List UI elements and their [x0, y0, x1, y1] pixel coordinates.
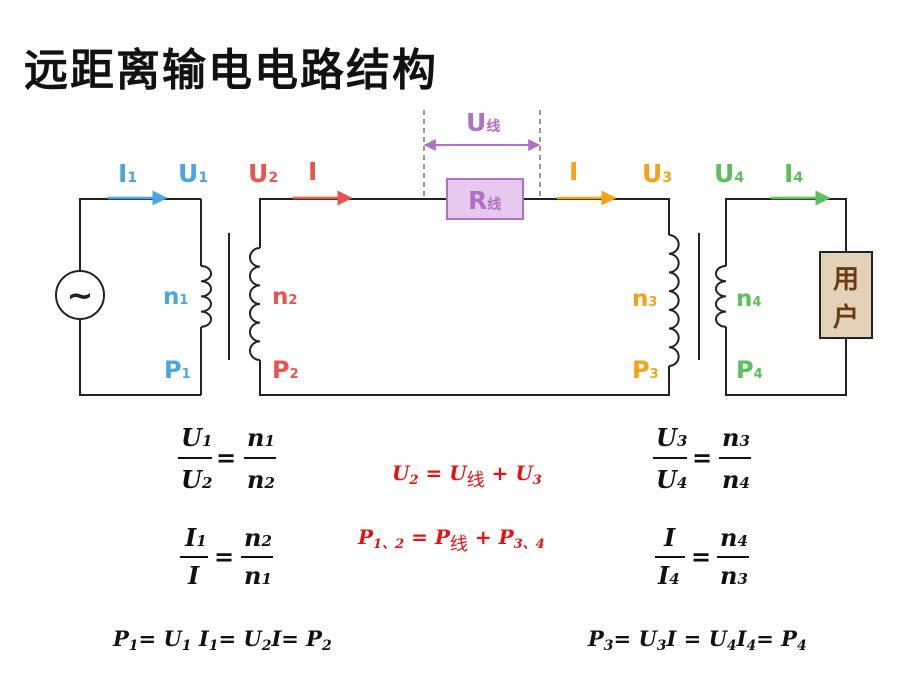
eq-current-ratio-step-down: I I4 = n4 n3 — [655, 523, 749, 590]
page-title: 远距离输电电路结构 — [24, 45, 438, 96]
user-label-line1: 用 — [833, 265, 859, 295]
svg-text:I1: I1 — [184, 523, 207, 552]
svg-text:I4: I4 — [657, 561, 680, 590]
coil-n4 — [715, 265, 727, 328]
svg-text:=: = — [216, 443, 236, 472]
label-u2: U2 — [248, 159, 278, 188]
coil-n1 — [200, 265, 212, 328]
eq-voltage-ratio-step-down: U3 U4 = n3 n4 — [653, 423, 751, 494]
svg-text:n2: n2 — [244, 523, 272, 552]
user-load-box — [819, 251, 873, 339]
transmission-loop — [259, 198, 670, 396]
label-p1: P1 — [164, 356, 191, 384]
label-i1: I1 — [118, 159, 137, 188]
eq-current-ratio-step-up: I1 I = n2 n1 — [180, 523, 273, 590]
label-u-line: U线 — [466, 108, 500, 137]
eq-voltage-ratio-step-up: U1 U2 = n1 n2 — [178, 423, 276, 494]
user-label-line2: 户 — [833, 302, 859, 333]
svg-text:n1: n1 — [247, 423, 275, 452]
coil-n2 — [249, 247, 261, 362]
svg-text:U3: U3 — [656, 423, 687, 452]
eq-power-chain-right: P3= U3I = U4I4= P4 — [587, 626, 807, 654]
coil-n3 — [668, 234, 680, 367]
svg-text:U4: U4 — [656, 465, 687, 494]
svg-text:I: I — [187, 561, 200, 590]
ac-source-symbol — [55, 270, 105, 320]
label-n2: n2 — [272, 284, 297, 310]
label-n1: n1 — [163, 284, 188, 310]
label-p4: P4 — [736, 356, 763, 384]
svg-text:n3: n3 — [720, 561, 748, 590]
svg-text:U2: U2 — [181, 465, 212, 494]
eq-power-chain-left: P1= U1 I1= U2I= P2 — [112, 626, 332, 654]
label-n3: n3 — [632, 286, 657, 312]
svg-text:=: = — [692, 443, 712, 472]
svg-text:=: = — [691, 542, 711, 571]
label-p3: P3 — [632, 356, 659, 384]
ac-source-tilde: ~ — [67, 276, 94, 314]
label-n4: n4 — [736, 286, 761, 312]
svg-text:n2: n2 — [247, 465, 275, 494]
svg-text:n1: n1 — [244, 561, 272, 590]
svg-text:=: = — [214, 542, 234, 571]
line-resistor — [446, 178, 524, 220]
svg-text:U1: U1 — [181, 423, 212, 452]
label-u3: U3 — [642, 159, 672, 188]
label-u1: U1 — [178, 159, 208, 188]
svg-text:n4: n4 — [722, 465, 750, 494]
label-i-right: I — [569, 157, 578, 186]
label-i4: I4 — [784, 159, 803, 188]
label-p2: P2 — [272, 356, 299, 384]
label-r-line: R线 — [468, 186, 501, 215]
svg-text:n3: n3 — [722, 423, 750, 452]
label-i-left: I — [308, 157, 317, 186]
svg-text:I: I — [663, 523, 676, 552]
eq-power-sum: P1、2 = P线 + P3、4 — [357, 525, 545, 555]
eq-voltage-sum: U2 = U线 + U3 — [392, 461, 542, 491]
svg-text:n4: n4 — [720, 523, 748, 552]
label-u4: U4 — [714, 159, 744, 188]
